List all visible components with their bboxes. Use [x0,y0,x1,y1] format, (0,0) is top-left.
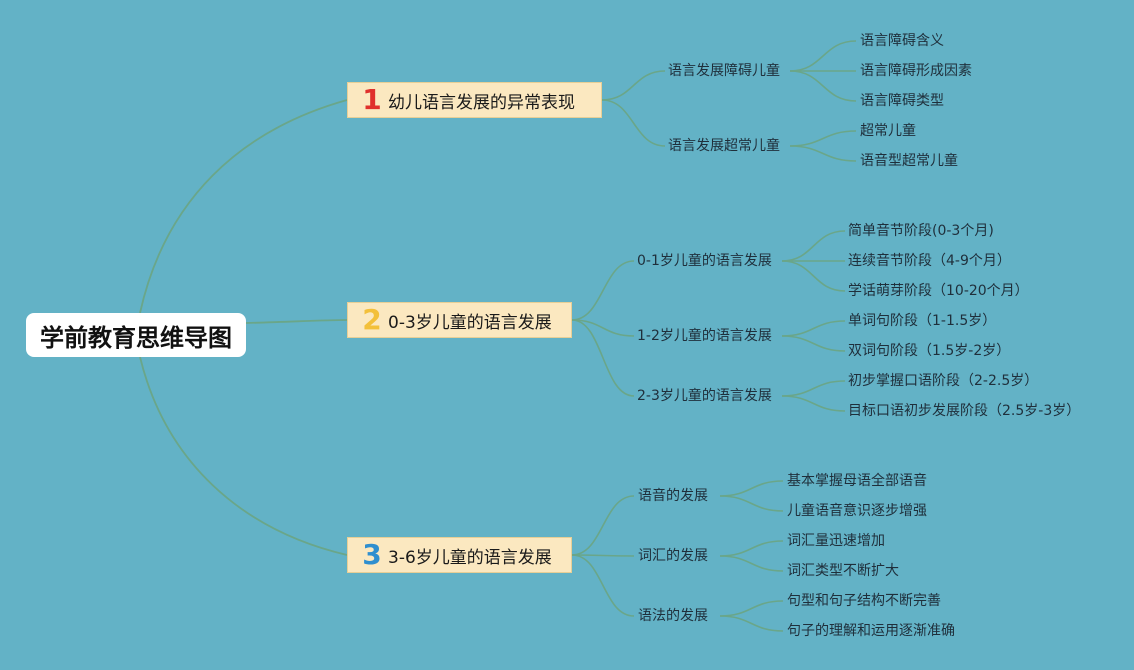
sub-node: 2-3岁儿童的语言发展 [637,388,772,404]
connector-line [789,40,857,72]
branch-label: 0-3岁儿童的语言发展 [388,312,552,333]
leaf-node: 句子的理解和运用逐渐准确 [787,623,955,639]
connector-line [571,495,635,556]
connector-line [789,70,857,102]
connector-line [571,319,635,337]
root-node: 学前教育思维导图 [26,313,246,357]
connector-line [571,260,635,321]
leaf-node: 语言障碍含义 [860,33,944,49]
leaf-node: 语言障碍形成因素 [860,63,972,79]
sub-node: 语言发展超常儿童 [668,138,780,154]
leaf-node: 简单音节阶段(0-3个月) [848,223,994,239]
leaf-node: 儿童语音意识逐步增强 [787,503,927,519]
connector-line [601,99,666,147]
branch-2: 2 0-3岁儿童的语言发展 [347,302,572,338]
connector-line [781,230,846,262]
leaf-node: 目标口语初步发展阶段（2.5岁-3岁） [848,403,1081,419]
sub-node: 语音的发展 [638,488,708,504]
connector-line [719,480,784,497]
branch-label: 3-6岁儿童的语言发展 [388,547,552,568]
connector-line [789,145,857,162]
connector-line [781,335,846,352]
connector-line [571,319,635,397]
connector-line [789,130,857,147]
leaf-node: 句型和句子结构不断完善 [787,593,941,609]
branch-1: 1 幼儿语言发展的异常表现 [347,82,602,118]
branch-number-3: 3 [362,538,382,571]
leaf-node: 超常儿童 [860,123,916,139]
sub-node: 语言发展障碍儿童 [668,63,780,79]
leaf-node: 连续音节阶段（4-9个月） [848,253,1011,269]
connector-line [781,395,846,412]
leaf-node: 单词句阶段（1-1.5岁） [848,313,997,329]
connector-line [571,554,635,617]
sub-node: 语法的发展 [638,608,708,624]
connector-line [571,554,635,557]
connector-line [719,555,784,572]
leaf-node: 词汇量迅速增加 [787,533,885,549]
connector-line [719,540,784,557]
connector-line [139,356,348,556]
sub-node: 0-1岁儿童的语言发展 [637,253,772,269]
connector-line [719,600,784,617]
connector-line [719,615,784,632]
leaf-node: 初步掌握口语阶段（2-2.5岁） [848,373,1039,389]
leaf-node: 学话萌芽阶段（10-20个月） [848,283,1029,299]
connector-line [245,319,348,324]
connector-line [719,495,784,512]
connector-line [781,260,846,292]
branch-number-2: 2 [362,303,382,336]
leaf-node: 语音型超常儿童 [860,153,958,169]
branch-label: 幼儿语言发展的异常表现 [388,92,575,113]
sub-node: 1-2岁儿童的语言发展 [637,328,772,344]
connector-line [139,99,348,314]
branch-3: 3 3-6岁儿童的语言发展 [347,537,572,573]
sub-node: 词汇的发展 [638,548,708,564]
connector-line [601,70,666,101]
leaf-node: 词汇类型不断扩大 [787,563,899,579]
leaf-node: 双词句阶段（1.5岁-2岁） [848,343,1011,359]
leaf-node: 语言障碍类型 [860,93,944,109]
leaf-node: 基本掌握母语全部语音 [787,473,927,489]
connector-line [781,320,846,337]
connector-line [781,380,846,397]
branch-number-1: 1 [362,83,382,116]
